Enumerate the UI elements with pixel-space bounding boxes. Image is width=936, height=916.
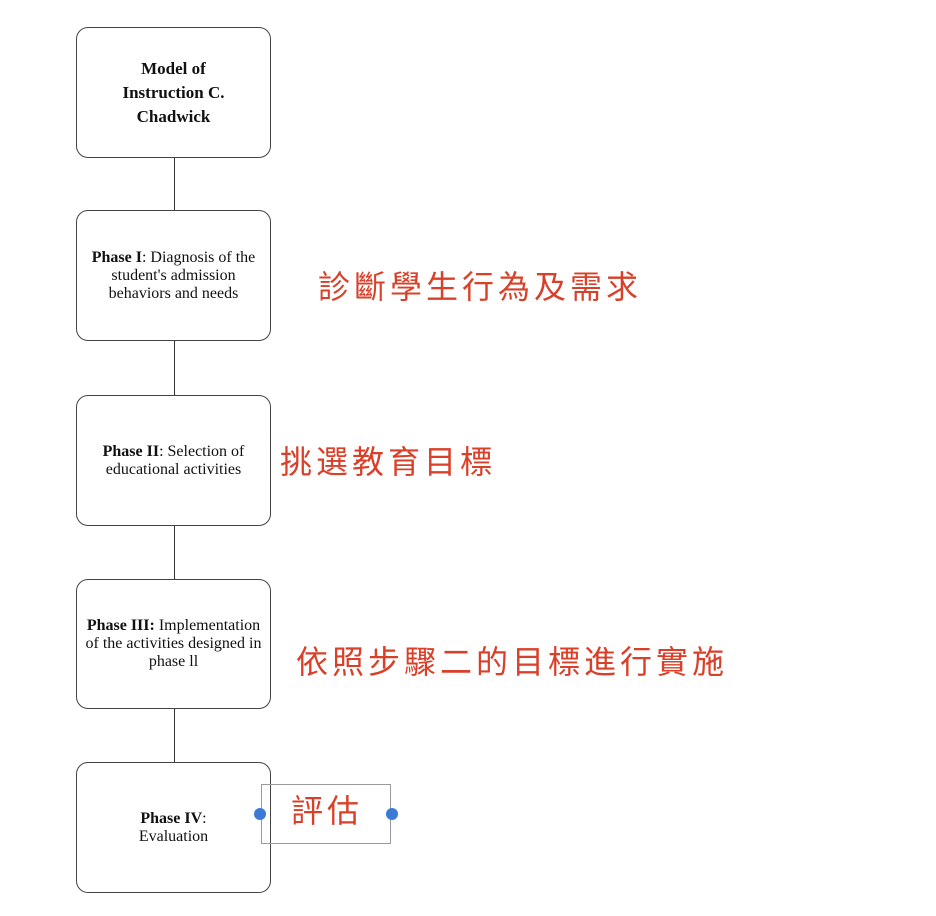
connector-line [174, 709, 175, 762]
annotation-phase-2: 挑選教育目標 [280, 443, 497, 481]
phase-4-label: Phase IV [140, 809, 203, 827]
phase-2-box: Phase II: Selection of educational activ… [76, 395, 271, 526]
phase-2-text: Selection of educational activities [105, 442, 245, 478]
phase-4-separator: : [202, 809, 207, 827]
connector-line [174, 526, 175, 579]
connector-line [174, 341, 175, 395]
connector-line [174, 158, 175, 210]
phase-4-box: Phase IV: Evaluation [76, 762, 271, 893]
model-title-line: Chadwick [136, 106, 211, 126]
model-title-line: Instruction C. [122, 82, 225, 102]
annotation-phase-3: 依照步驟二的目標進行實施 [296, 643, 729, 681]
phase-1-text: Diagnosis of the student's admission beh… [108, 248, 256, 302]
phase-3-text: Implementation of the activities designe… [85, 617, 262, 670]
phase-3-label: Phase III: [86, 617, 155, 634]
annotation-phase-1: 診斷學生行為及需求 [318, 268, 643, 306]
phase-1-label: Phase I [91, 248, 142, 266]
resize-handle-left[interactable] [254, 808, 266, 820]
phase-4-text: Evaluation [138, 827, 209, 845]
phase-1-box: Phase I: Diagnosis of the student's admi… [76, 210, 271, 341]
model-title-line: Model of [141, 58, 206, 78]
phase-2-label: Phase II [102, 442, 160, 460]
resize-handle-right[interactable] [386, 808, 398, 820]
annotation-phase-4[interactable]: 評估 [291, 792, 364, 830]
phase-3-box: Phase III: Implementation of the activit… [76, 579, 271, 709]
phase-2-separator: : [159, 442, 164, 460]
phase-1-separator: : [141, 248, 147, 266]
model-title-box: Model of Instruction C. Chadwick [76, 27, 271, 158]
